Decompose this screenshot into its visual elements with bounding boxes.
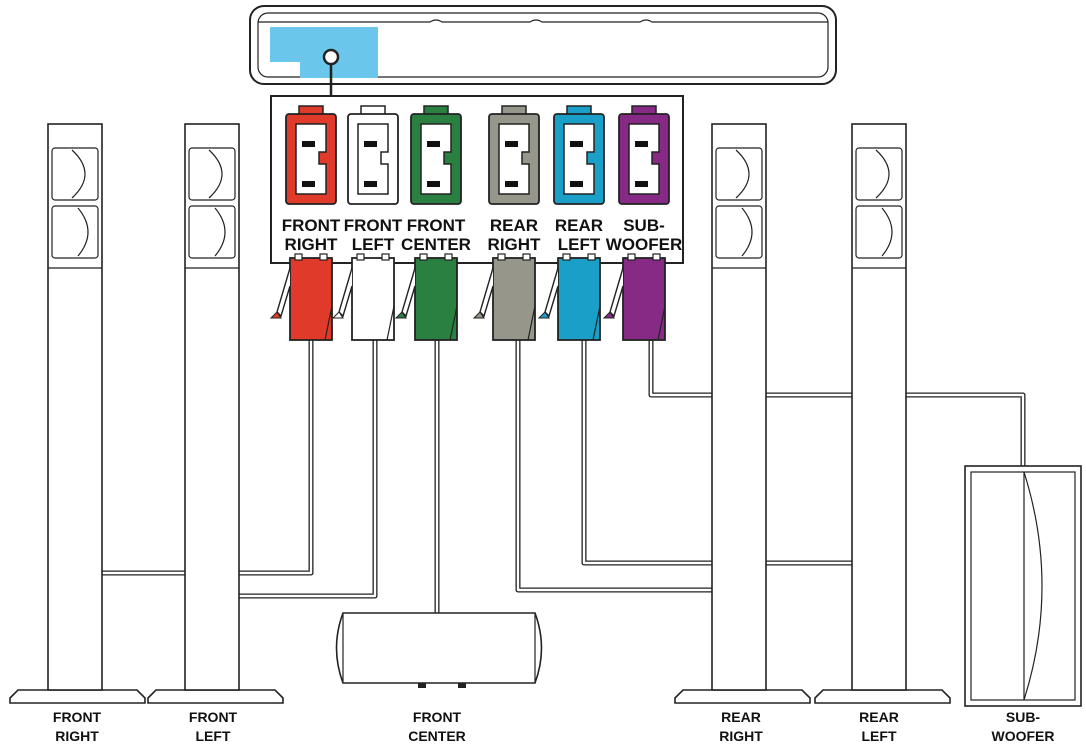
tower-speaker-icon xyxy=(147,123,284,704)
subwoofer-port-label-line2: WOOFER xyxy=(606,235,683,254)
center-speaker-icon xyxy=(335,612,543,688)
subwoofer-speaker-label-line1: SUB- xyxy=(1006,709,1041,725)
subwoofer-jack: SUB-WOOFER xyxy=(602,105,683,341)
speaker-jack-icon xyxy=(285,105,337,205)
rear-left-speaker-label-line1: REAR xyxy=(859,709,899,725)
rear-left-speaker: REAR LEFT xyxy=(814,123,951,744)
front-left-port-label-line1: FRONT xyxy=(344,216,403,235)
plug-icon xyxy=(331,253,395,341)
rear-right-speaker-label-line2: RIGHT xyxy=(719,728,763,744)
front-right-speaker-label-line2: RIGHT xyxy=(55,728,99,744)
rear-left-port-label-line1: REAR xyxy=(555,216,603,235)
rear-right-port-label-line1: REAR xyxy=(490,216,538,235)
tower-speaker-icon xyxy=(9,123,146,704)
rear-left-port-label-line2: LEFT xyxy=(558,235,601,254)
rear-left-speaker-label-line2: LEFT xyxy=(862,728,897,744)
speaker-jacks: FRONTRIGHTFRONTLEFTFRONTCENTERREARRIGHTR… xyxy=(269,105,683,341)
speaker-jack-icon xyxy=(488,105,540,205)
plug-icon xyxy=(537,253,601,341)
speaker-jack-icon xyxy=(553,105,605,205)
subwoofer-port-label-line1: SUB- xyxy=(623,216,665,235)
speaker-jack-icon xyxy=(347,105,399,205)
subwoofer-icon xyxy=(964,465,1082,707)
front-center-speaker-label-line1: FRONT xyxy=(413,709,462,725)
connector-panel xyxy=(270,95,684,264)
subwoofer-speaker-label-line2: WOOFER xyxy=(992,728,1055,744)
unit-display xyxy=(270,27,378,78)
subwoofer-speaker: SUB- WOOFER xyxy=(964,465,1082,744)
main-unit-icon xyxy=(249,5,837,85)
front-center-speaker: FRONT CENTER xyxy=(335,612,543,744)
front-right-speaker-label-line1: FRONT xyxy=(53,709,102,725)
plug-icon xyxy=(602,253,666,341)
front-left-speaker-label-line2: LEFT xyxy=(196,728,231,744)
tower-speaker-icon xyxy=(814,123,951,704)
front-right-port-label-line2: RIGHT xyxy=(285,235,339,254)
plug-icon xyxy=(394,253,458,341)
front-left-port-label-line2: LEFT xyxy=(352,235,395,254)
speaker-cables xyxy=(102,340,1026,613)
plug-icon xyxy=(269,253,333,341)
front-center-speaker-label-line2: CENTER xyxy=(408,728,466,744)
front-left-speaker-label-line1: FRONT xyxy=(189,709,238,725)
tower-speaker-icon xyxy=(674,123,811,704)
rear-right-speaker-label-line1: REAR xyxy=(721,709,761,725)
front-right-port-label-line1: FRONT xyxy=(282,216,341,235)
front-center-port-label-line1: FRONT xyxy=(407,216,466,235)
front-right-speaker: FRONT RIGHT xyxy=(9,123,146,744)
front-left-speaker: FRONT LEFT xyxy=(147,123,284,744)
rear-right-port-label-line2: RIGHT xyxy=(488,235,542,254)
front-center-port-label-line2: CENTER xyxy=(401,235,471,254)
speaker-jack-icon xyxy=(410,105,462,205)
speaker-jack-icon xyxy=(618,105,670,205)
rear-right-speaker: REAR RIGHT xyxy=(674,123,811,744)
plug-icon xyxy=(472,253,536,341)
